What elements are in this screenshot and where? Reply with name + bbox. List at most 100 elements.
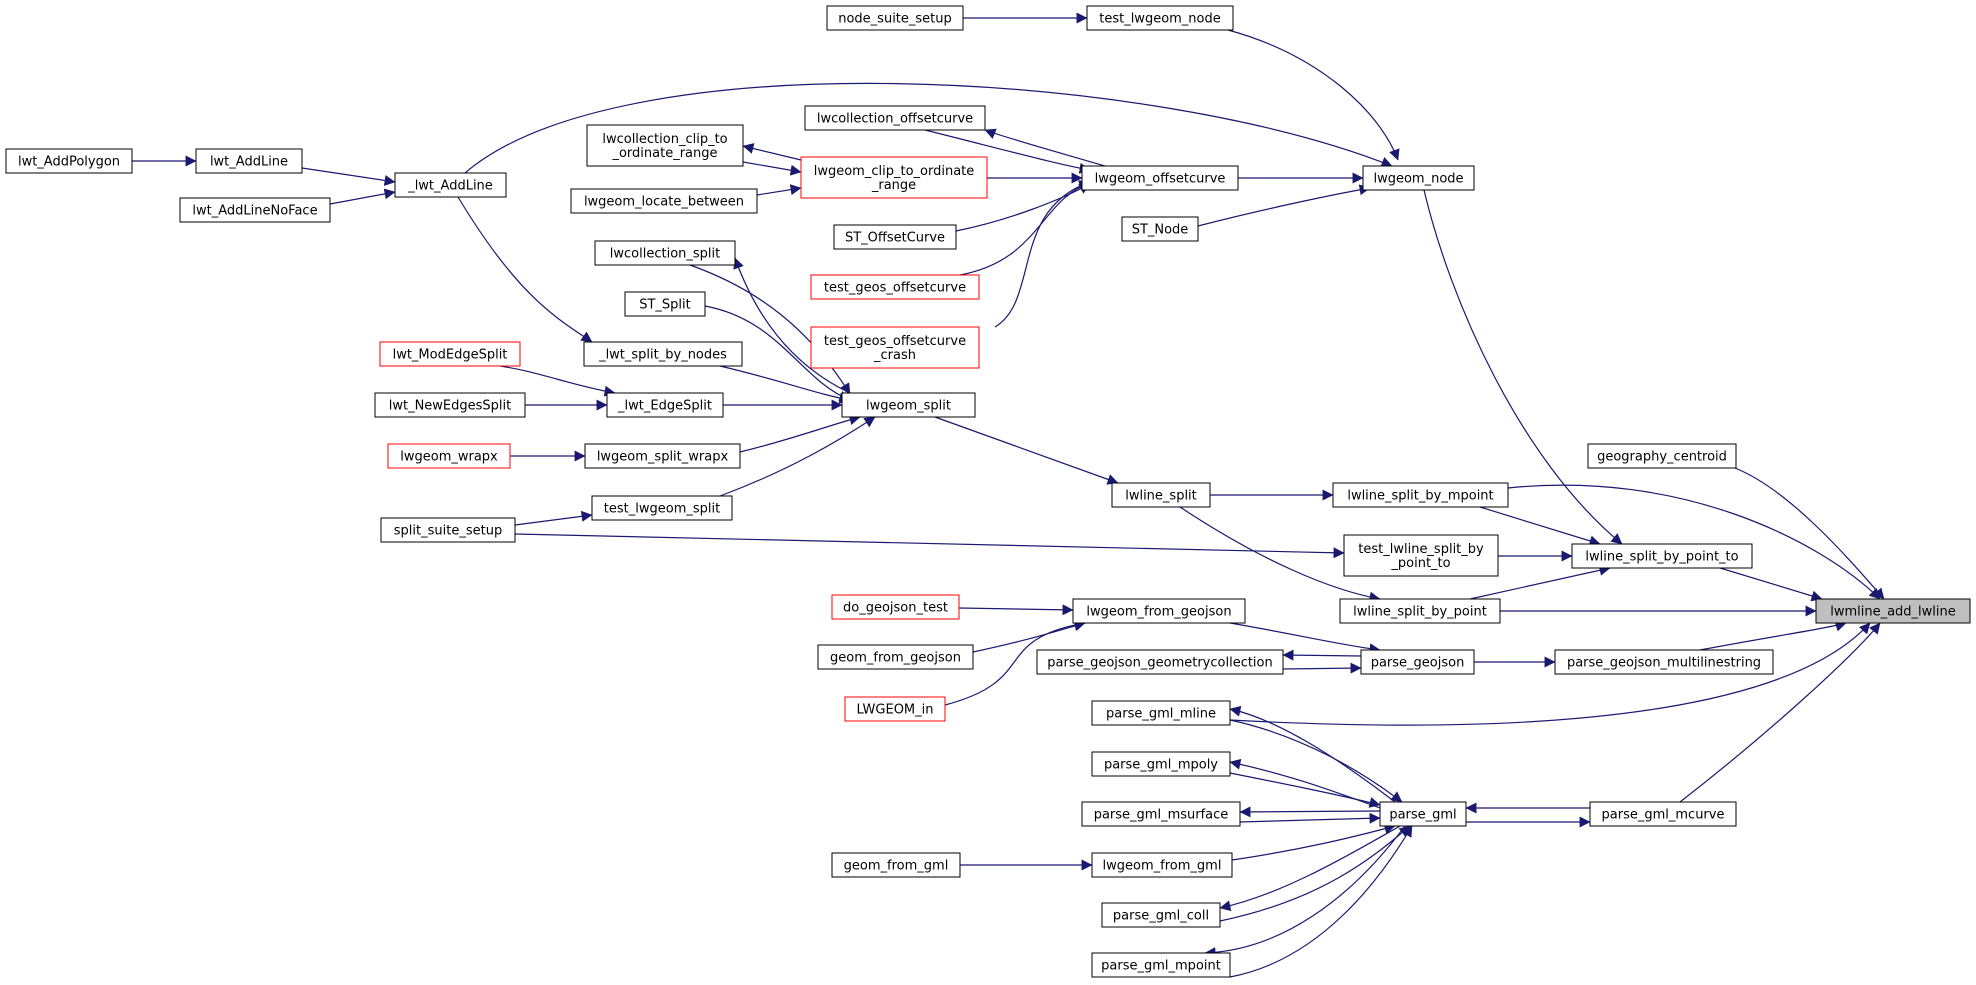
edge-ST_Split-to-lwgeom_split	[704, 305, 851, 402]
node-box	[844, 696, 946, 722]
node-lwgeom_wrapx[interactable]: lwgeom_wrapx	[387, 443, 511, 469]
node-label: test_geos_offsetcurve	[824, 334, 966, 349]
node-parse_geojson_multilinestring[interactable]: parse_geojson_multilinestring	[1554, 649, 1774, 675]
node-label: parse_gml_mcurve	[1602, 808, 1725, 823]
node-test_lwgeom_split[interactable]: test_lwgeom_split	[591, 495, 733, 521]
node-box	[831, 594, 960, 620]
node-lwgeom_offsetcurve[interactable]: lwgeom_offsetcurve	[1081, 165, 1239, 191]
node-parse_gml_coll[interactable]: parse_gml_coll	[1101, 902, 1221, 928]
node-lwline_split_by_point[interactable]: lwline_split_by_point	[1339, 598, 1501, 624]
node-label: lwcollection_split	[610, 247, 720, 262]
node-lwcollection_offsetcurve[interactable]: lwcollection_offsetcurve	[804, 105, 986, 131]
node-label: lwgeom_node	[1373, 172, 1463, 187]
edge-lwgeom_clip_to_ordinate_range-to-lwcollection_clip_to_ordinate_range	[742, 143, 802, 161]
node-parse_gml[interactable]: parse_gml	[1379, 801, 1467, 827]
node-label: lwline_split_by_mpoint	[1347, 489, 1493, 504]
node-box	[1554, 649, 1774, 675]
node-lwt_ModEdgeSplit[interactable]: lwt_ModEdgeSplit	[379, 341, 521, 367]
node-box	[1081, 165, 1239, 191]
node-box	[195, 148, 303, 174]
node-box	[1343, 534, 1499, 577]
node-lwgeom_from_gml[interactable]: lwgeom_from_gml	[1091, 852, 1233, 878]
edge-lwgeom_from_gml-to-parse_gml	[1231, 823, 1396, 861]
node-label: parse_gml_mpoint	[1101, 959, 1221, 974]
node-lwt_AddPolygon[interactable]: lwt_AddPolygon	[5, 148, 133, 174]
edge-lwgeom_split-to-lwline_split	[934, 416, 1119, 485]
node-test_geos_offsetcurve_crash[interactable]: test_geos_offsetcurve_crash	[810, 326, 980, 369]
node-label: lwline_split_by_point	[1353, 605, 1487, 620]
node-geom_from_geojson[interactable]: geom_from_geojson	[817, 644, 974, 670]
node-_lwt_split_by_nodes[interactable]: _lwt_split_by_nodes	[583, 341, 743, 367]
node-test_geos_offsetcurve[interactable]: test_geos_offsetcurve	[810, 274, 980, 300]
node-box	[394, 172, 507, 198]
node-lwgeom_node[interactable]: lwgeom_node	[1362, 165, 1475, 191]
node-label: ST_Split	[639, 298, 691, 313]
node-test_lwline_split_by_point_to[interactable]: test_lwline_split_by_point_to	[1343, 534, 1499, 577]
node-lwt_AddLine[interactable]: lwt_AddLine	[195, 148, 303, 174]
node-_lwt_EdgeSplit[interactable]: _lwt_EdgeSplit	[606, 392, 724, 418]
node-lwmline_add_lwline[interactable]: lwmline_add_lwline	[1815, 598, 1971, 624]
node-label: lwgeom_split_wrapx	[597, 450, 729, 465]
node-lwgeom_split_wrapx[interactable]: lwgeom_split_wrapx	[584, 443, 741, 469]
node-label: lwgeom_clip_to_ordinate	[814, 164, 975, 179]
node-label: _lwt_split_by_nodes	[598, 348, 727, 363]
edge-lwcollection_clip_to_ordinate_range-to-lwgeom_clip_to_ordinate_range	[742, 161, 802, 176]
node-parse_geojson_geometrycollection[interactable]: parse_geojson_geometrycollection	[1036, 649, 1284, 675]
node-parse_gml_mpoint[interactable]: parse_gml_mpoint	[1091, 952, 1231, 978]
node-parse_geojson[interactable]: parse_geojson	[1360, 649, 1475, 675]
node-parse_gml_msurface[interactable]: parse_gml_msurface	[1081, 801, 1241, 827]
edge-test_geos_offsetcurve_crash-to-lwgeom_offsetcurve	[994, 180, 1091, 328]
node-lwt_NewEdgesSplit[interactable]: lwt_NewEdgesSplit	[374, 392, 526, 418]
node-parse_gml_mcurve[interactable]: parse_gml_mcurve	[1589, 801, 1737, 827]
node-label: geography_centroid	[1597, 450, 1727, 465]
node-LWGEOM_in[interactable]: LWGEOM_in	[844, 696, 946, 722]
node-lwline_split[interactable]: lwline_split	[1111, 482, 1211, 508]
node-lwgeom_split[interactable]: lwgeom_split	[841, 392, 976, 418]
edge-ST_Node-to-lwgeom_node	[1197, 184, 1371, 227]
node-box	[1036, 649, 1284, 675]
node-box	[800, 156, 988, 199]
node-parse_gml_mline[interactable]: parse_gml_mline	[1091, 700, 1231, 726]
node-lwline_split_by_mpoint[interactable]: lwline_split_by_mpoint	[1332, 482, 1509, 508]
node-box	[570, 188, 758, 214]
node-label: lwcollection_offsetcurve	[817, 112, 973, 127]
node-box	[374, 392, 526, 418]
edge-parse_gml_mcurve-to-lwmline_add_lwline	[1679, 622, 1881, 803]
node-_lwt_AddLine[interactable]: _lwt_AddLine	[394, 172, 507, 198]
node-label: lwt_NewEdgesSplit	[389, 399, 512, 414]
edge-lwgeom_split-to-lwcollection_split	[733, 257, 851, 394]
node-box	[810, 326, 980, 369]
node-label: _crash	[873, 348, 916, 363]
node-label: parse_gml	[1389, 808, 1456, 823]
node-ST_OffsetCurve[interactable]: ST_OffsetCurve	[833, 224, 957, 250]
node-test_lwgeom_node[interactable]: test_lwgeom_node	[1086, 5, 1234, 31]
edge-lwcollection_offsetcurve-to-lwgeom_offsetcurve	[924, 129, 1091, 174]
node-label: _ordinate_range	[611, 146, 717, 161]
edge-_lwt_split_by_nodes-to-lwgeom_split	[719, 365, 851, 404]
node-parse_gml_mpoly[interactable]: parse_gml_mpoly	[1091, 751, 1231, 777]
node-lwt_AddLineNoFace[interactable]: lwt_AddLineNoFace	[179, 197, 331, 223]
node-ST_Node[interactable]: ST_Node	[1121, 216, 1199, 242]
edge-parse_gml_mpoly-to-parse_gml	[1229, 772, 1381, 808]
edge-parse_gml_coll-to-parse_gml	[1219, 825, 1411, 922]
node-lwgeom_locate_between[interactable]: lwgeom_locate_between	[570, 188, 758, 214]
node-lwgeom_from_geojson[interactable]: lwgeom_from_geojson	[1072, 598, 1246, 624]
node-box	[379, 341, 521, 367]
node-box	[584, 443, 741, 469]
node-geom_from_gml[interactable]: geom_from_gml	[831, 852, 961, 878]
node-ST_Split[interactable]: ST_Split	[624, 291, 706, 317]
node-box	[1332, 482, 1509, 508]
node-do_geojson_test[interactable]: do_geojson_test	[831, 594, 960, 620]
node-geography_centroid[interactable]: geography_centroid	[1587, 443, 1737, 469]
edge-lwline_split_by_mpoint-to-lwline_split_by_point_to	[1479, 506, 1601, 547]
node-lwcollection_clip_to_ordinate_range[interactable]: lwcollection_clip_to_ordinate_range	[586, 124, 744, 167]
node-split_suite_setup[interactable]: split_suite_setup	[380, 517, 516, 543]
node-lwline_split_by_point_to[interactable]: lwline_split_by_point_to	[1571, 543, 1753, 569]
edge-lwgeom_locate_between-to-lwgeom_clip_to_ordinate_range	[756, 184, 802, 196]
node-lwgeom_clip_to_ordinate_range[interactable]: lwgeom_clip_to_ordinate_range	[800, 156, 988, 199]
node-lwcollection_split[interactable]: lwcollection_split	[594, 240, 736, 266]
node-box	[586, 124, 744, 167]
edge-geography_centroid-to-lwmline_add_lwline	[1734, 467, 1885, 600]
node-node_suite_setup[interactable]: node_suite_setup	[826, 5, 964, 31]
edge-layer	[132, 12, 1885, 978]
